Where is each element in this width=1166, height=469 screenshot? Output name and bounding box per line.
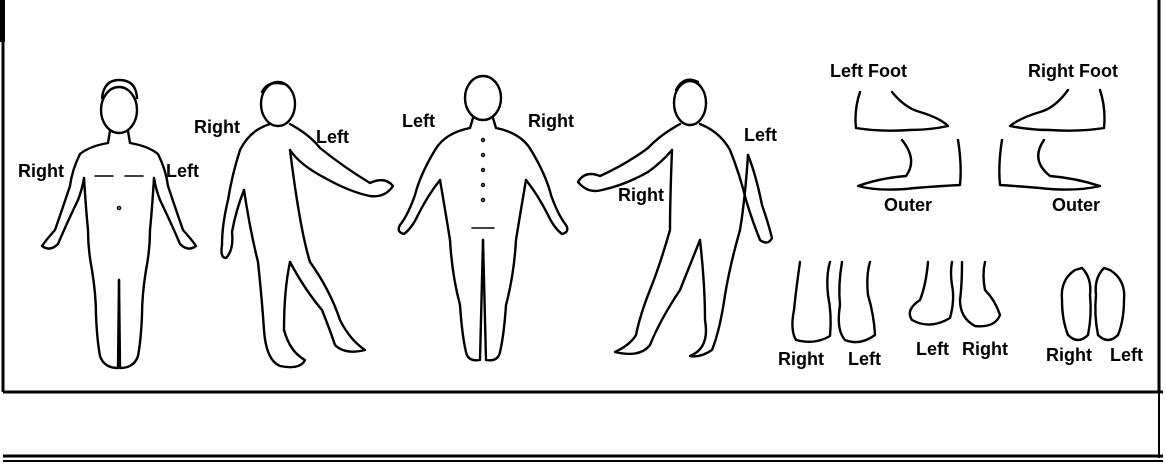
sole-view-right-label: Right <box>1046 346 1092 364</box>
sole-view-left-label: Left <box>1110 346 1143 364</box>
top-view-right-label: Right <box>778 350 824 368</box>
notes-box[interactable] <box>6 392 1160 454</box>
right-foot-outer-label: Outer <box>1052 196 1100 214</box>
feet-top-view <box>792 262 875 342</box>
spine-marks <box>472 139 494 228</box>
feet-sole-view <box>1062 268 1124 340</box>
left-foot-outer-label: Outer <box>884 196 932 214</box>
right-foot-outer-view <box>999 140 1100 190</box>
back-view-right-label: Right <box>962 340 1008 358</box>
front-left-label: Left <box>166 162 199 180</box>
side-left-right-label: Right <box>618 186 664 204</box>
left-foot-outer-view <box>858 140 961 190</box>
left-side-view-figure <box>578 80 772 357</box>
back-left-label: Left <box>402 112 435 130</box>
left-foot-inner-view <box>856 92 949 131</box>
side-right-left-label: Left <box>316 128 349 146</box>
front-view-figure <box>42 80 196 368</box>
back-right-label: Right <box>528 112 574 130</box>
back-view-left-label: Left <box>916 340 949 358</box>
right-foot-inner-view <box>1010 90 1105 131</box>
side-right-right-label: Right <box>194 118 240 136</box>
right-side-view-figure <box>222 82 394 367</box>
front-right-label: Right <box>18 162 64 180</box>
right-foot-title: Right Foot <box>1028 62 1118 80</box>
left-foot-title: Left Foot <box>830 62 907 80</box>
front-view-details <box>95 176 143 210</box>
side-left-left-label: Left <box>744 126 777 144</box>
feet-back-view <box>910 262 1000 326</box>
top-view-left-label: Left <box>848 350 881 368</box>
